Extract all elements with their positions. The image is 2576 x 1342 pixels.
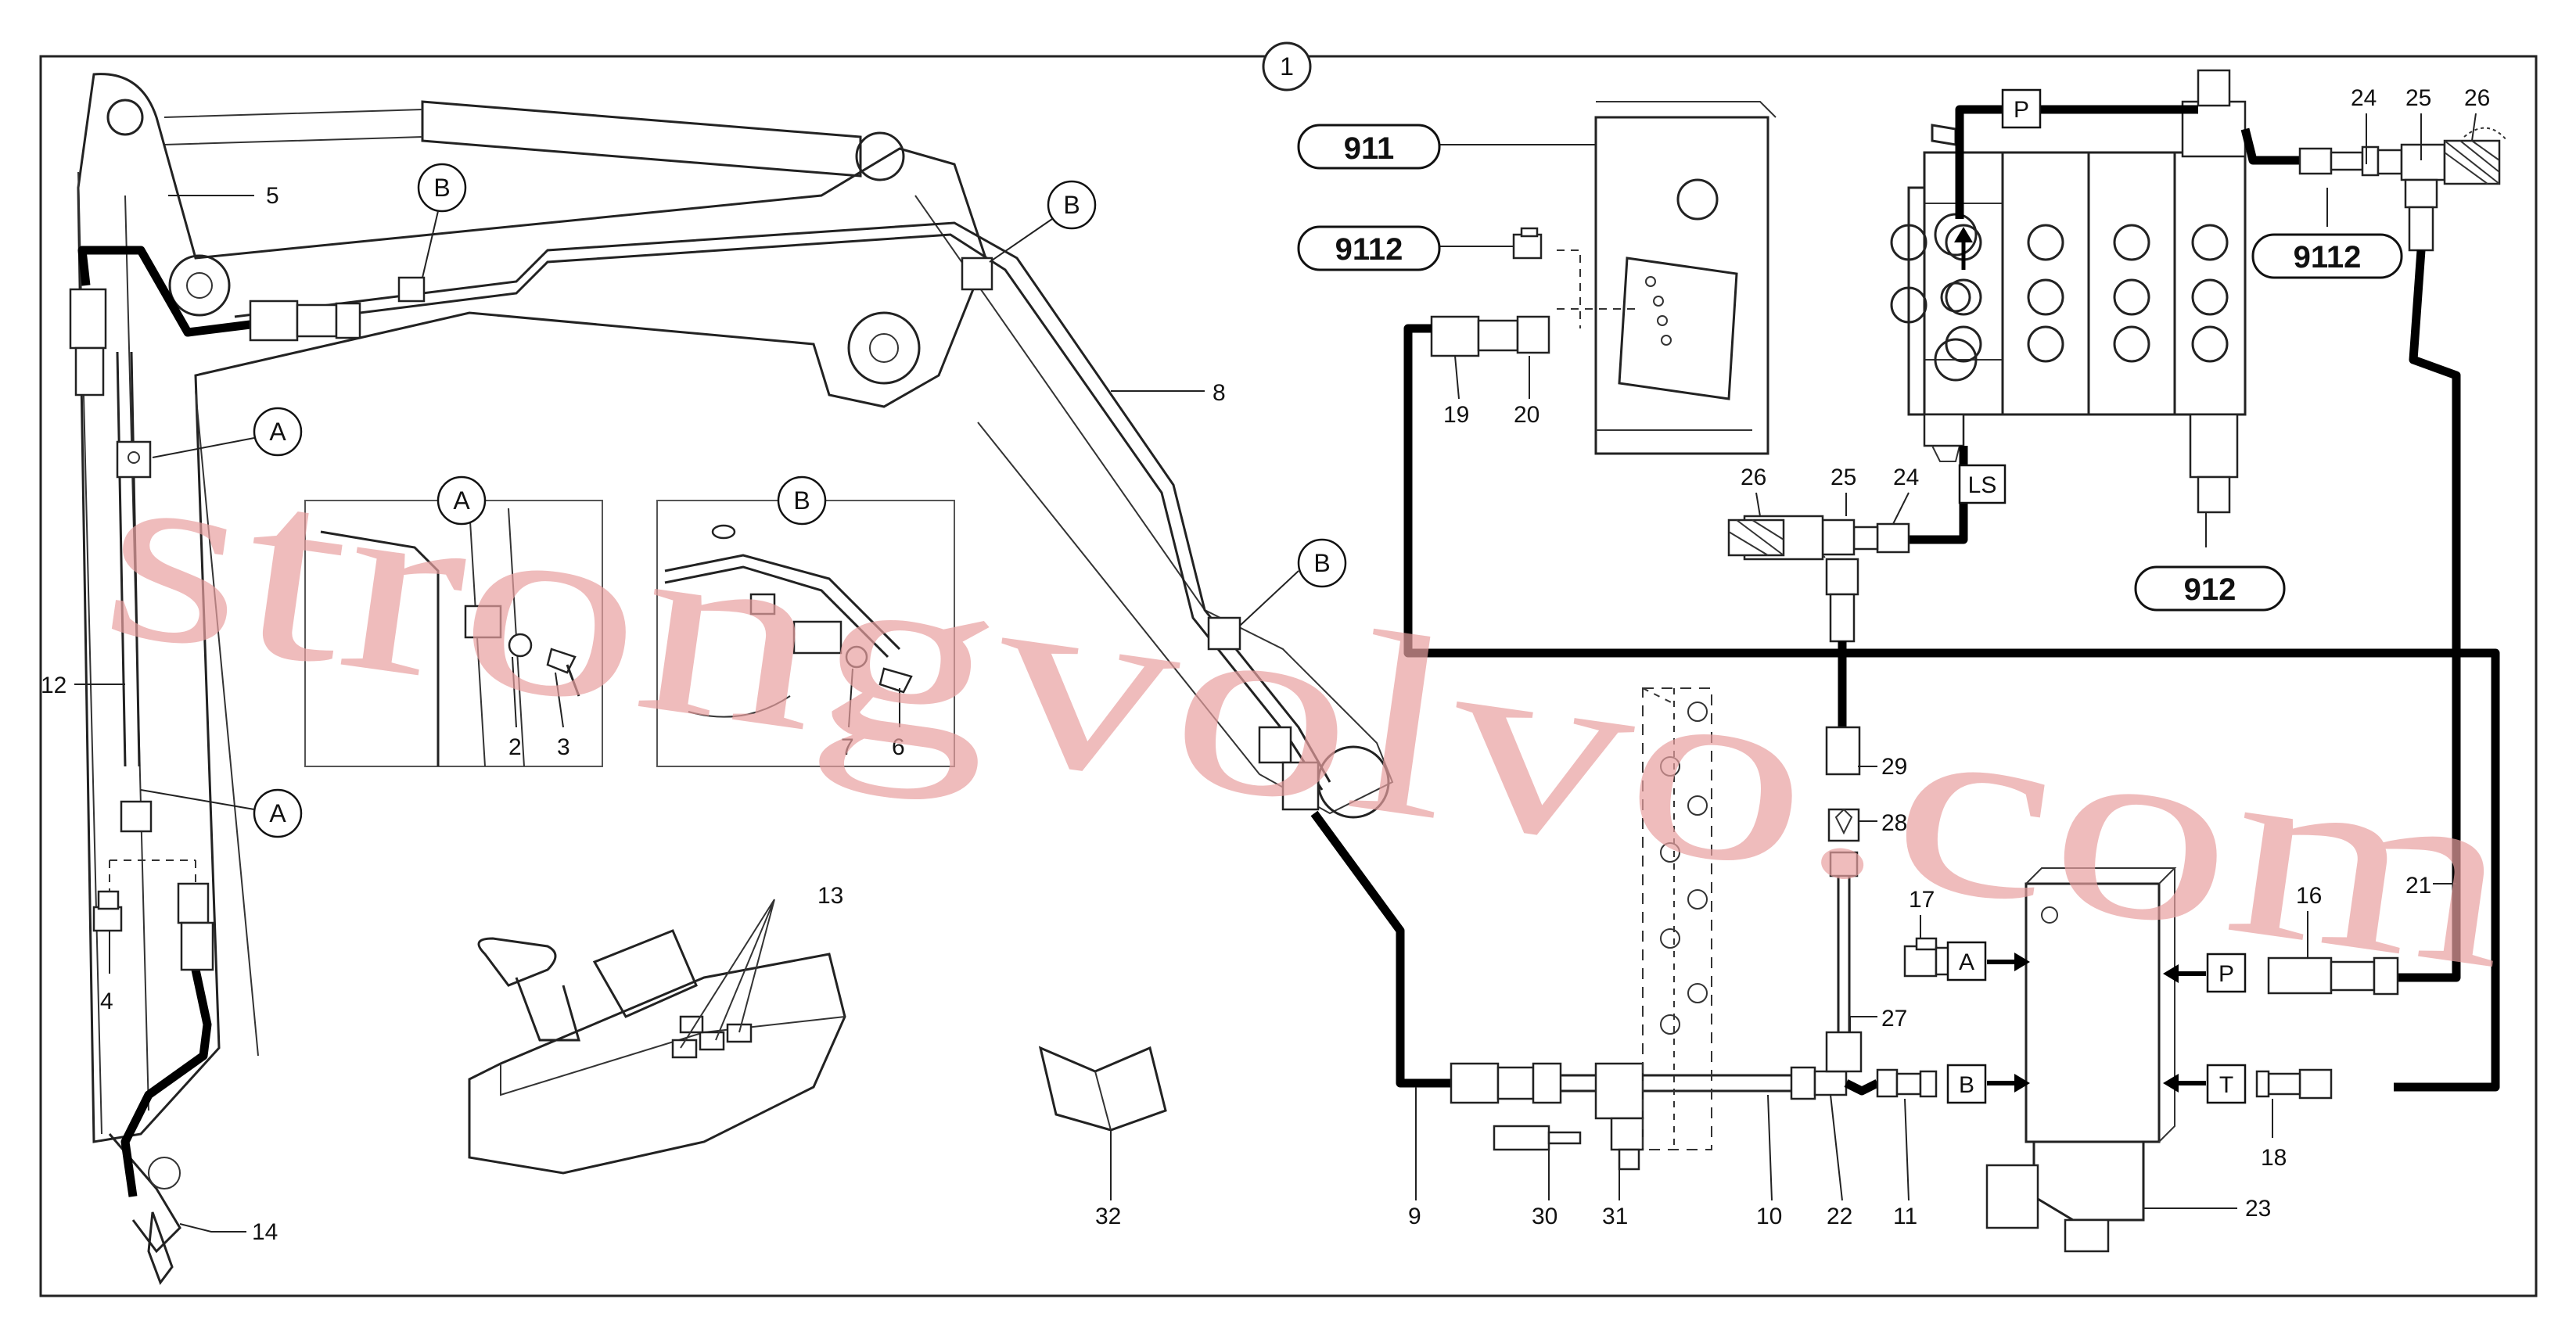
part-26-top: 26	[2464, 85, 2490, 111]
pill-912	[2134, 565, 2286, 612]
pill-callouts: 911 9112 9112 912	[1297, 124, 2403, 612]
part-3: 3	[557, 734, 570, 760]
manual-book	[1038, 1046, 1167, 1132]
callout-a1: A	[269, 418, 286, 446]
part-20: 20	[1514, 402, 1539, 428]
frame-number-circle	[1262, 41, 1312, 92]
part-25-top: 25	[2405, 85, 2431, 111]
part-5: 5	[266, 183, 279, 209]
boom-arm-drawing	[69, 73, 1451, 1286]
port-a: A	[1959, 949, 1974, 975]
part-21: 21	[2405, 873, 2431, 899]
callout-a-detail: A	[453, 486, 470, 515]
part-28: 28	[1881, 810, 1907, 836]
control-console	[468, 899, 846, 1175]
part-9: 9	[1408, 1204, 1421, 1229]
hydraulic-circuit	[1403, 69, 2508, 1253]
part-10: 10	[1756, 1204, 1782, 1229]
leader-lines	[74, 113, 2477, 1233]
part-11: 11	[1893, 1204, 1917, 1229]
pill-9112-right	[2251, 233, 2403, 279]
part-26-mid: 26	[1741, 465, 1766, 490]
part-7: 7	[841, 734, 854, 760]
part-12: 12	[41, 673, 66, 698]
callout-b3: B	[1313, 549, 1330, 577]
part-30: 30	[1532, 1204, 1557, 1229]
pill-912-text: 912	[2184, 572, 2236, 607]
part-14: 14	[252, 1219, 278, 1245]
part-29: 29	[1881, 754, 1907, 780]
callout-b2: B	[1063, 191, 1080, 219]
pill-911	[1297, 124, 1441, 170]
port-b: B	[1959, 1072, 1974, 1098]
pill-9112-left	[1297, 225, 1441, 271]
part-6: 6	[892, 734, 905, 760]
part-19: 19	[1443, 402, 1469, 428]
part-18: 18	[2261, 1145, 2287, 1171]
part-32: 32	[1095, 1204, 1121, 1229]
watermark: strongvolvo.com	[88, 403, 2530, 1023]
pill-911-text: 911	[1344, 131, 1395, 166]
part-27: 27	[1881, 1006, 1907, 1032]
part-2: 2	[508, 734, 522, 760]
part-8: 8	[1213, 380, 1226, 406]
part-4: 4	[100, 989, 113, 1014]
port-p-right: P	[2219, 961, 2234, 987]
part-22: 22	[1827, 1204, 1852, 1229]
callout-a2: A	[269, 799, 286, 827]
part-23: 23	[2245, 1196, 2271, 1222]
part-13: 13	[817, 883, 843, 909]
port-ls: LS	[1968, 472, 1997, 498]
part-31: 31	[1602, 1204, 1628, 1229]
callout-b-detail: B	[793, 486, 810, 515]
port-t: T	[2219, 1072, 2233, 1098]
circle-callouts: A A A B B B B	[140, 163, 1347, 838]
part-numbers: 5 8 12 4 14 2 3 7 6 13 32 19 20 24 25 26…	[41, 85, 2490, 1245]
pill-9112-left-text: 9112	[1335, 232, 1403, 267]
detail-b	[656, 500, 955, 767]
callout-b1: B	[433, 174, 450, 202]
pill-9112-right-text: 9112	[2294, 240, 2362, 274]
frame-number: 1	[1280, 52, 1294, 81]
part-17: 17	[1909, 887, 1935, 913]
part-16: 16	[2296, 883, 2322, 909]
part-25-mid: 25	[1831, 465, 1856, 490]
port-labels: P LS A P B T	[1946, 88, 2247, 1104]
port-p-top: P	[2014, 97, 2029, 123]
part-24-top: 24	[2351, 85, 2377, 111]
part-24-mid: 24	[1893, 465, 1919, 490]
